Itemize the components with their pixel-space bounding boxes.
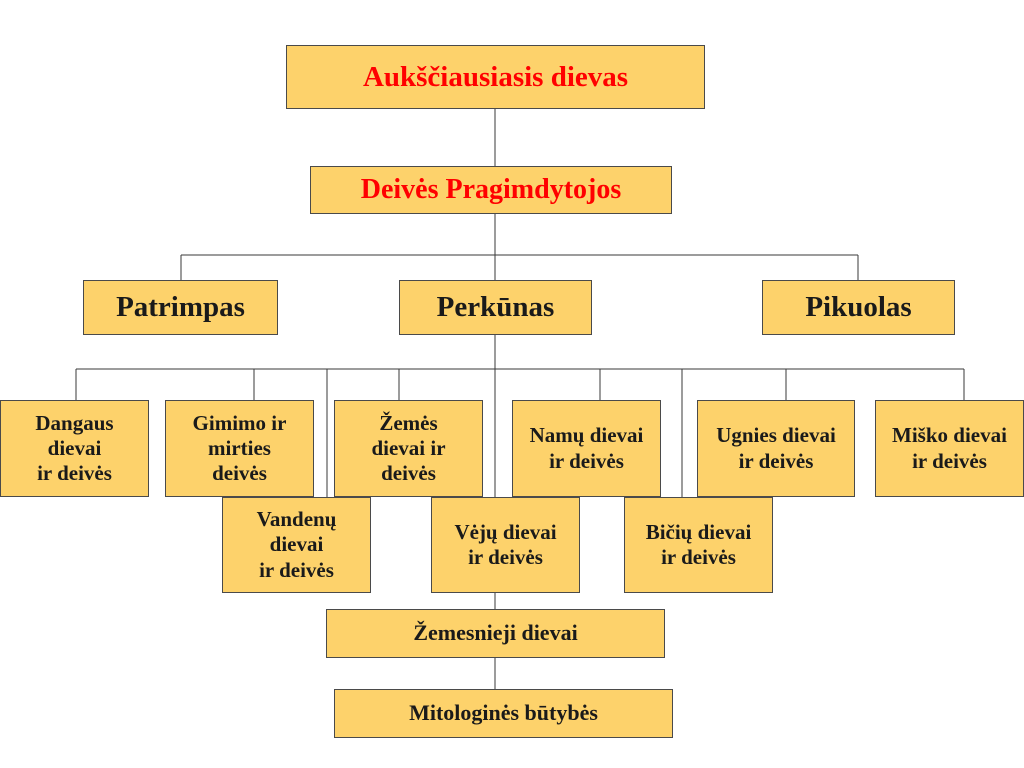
node-sky-gods: Dangaus dievai ir deivės <box>0 400 149 497</box>
node-lower-gods: Žemesnieji dievai <box>326 609 665 658</box>
node-patrimpas: Patrimpas <box>83 280 278 335</box>
node-primordial-goddesses: Deivės Pragimdytojos <box>310 166 672 214</box>
node-fire-gods: Ugnies dievai ir deivės <box>697 400 855 497</box>
node-home-gods: Namų dievai ir deivės <box>512 400 661 497</box>
node-perkunas: Perkūnas <box>399 280 592 335</box>
node-bee-gods: Bičių dievai ir deivės <box>624 497 773 593</box>
node-forest-gods: Miško dievai ir deivės <box>875 400 1024 497</box>
node-birth-death-goddesses: Gimimo ir mirties deivės <box>165 400 314 497</box>
node-earth-gods: Žemės dievai ir deivės <box>334 400 483 497</box>
node-mythological-beings: Mitologinės būtybės <box>334 689 673 738</box>
node-supreme-god: Aukščiausiasis dievas <box>286 45 705 109</box>
node-wind-gods: Vėjų dievai ir deivės <box>431 497 580 593</box>
node-water-gods: Vandenų dievai ir deivės <box>222 497 371 593</box>
node-pikuolas: Pikuolas <box>762 280 955 335</box>
